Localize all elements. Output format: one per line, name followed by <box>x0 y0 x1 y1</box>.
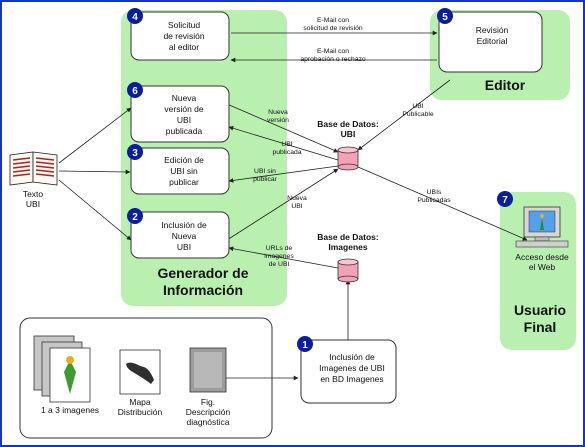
badge-1: 1 <box>297 336 313 352</box>
svg-text:4: 4 <box>132 12 138 23</box>
inclusion-imagenes-box <box>300 339 397 404</box>
database-ubi <box>337 146 359 171</box>
images-label-1: 1 a 3 imagenes <box>41 405 99 415</box>
badge-2: 2 <box>127 208 143 224</box>
book-icon <box>9 151 58 186</box>
image-stack-icon <box>33 335 91 403</box>
inclusion-box <box>130 211 230 259</box>
badge-7: 7 <box>497 191 513 207</box>
revision-box <box>438 11 543 73</box>
database-imagenes-label: Base de Datos:Imagenes <box>317 232 379 252</box>
map-distribution-icon <box>119 349 161 395</box>
arrow-dbubi-to-edicion <box>228 165 339 183</box>
svg-text:3: 3 <box>132 148 138 159</box>
diagnostic-figure-icon <box>189 347 227 393</box>
badge-5: 5 <box>437 8 453 24</box>
arrow-inclusion-to-dbubi <box>226 168 339 241</box>
svg-text:2: 2 <box>132 212 138 223</box>
arrow-nueva-version-to-dbubi <box>226 103 339 153</box>
computer-icon <box>515 206 569 248</box>
svg-text:1: 1 <box>302 340 308 351</box>
badge-6: 6 <box>127 82 143 98</box>
solicitud-box <box>130 11 230 61</box>
database-ubi-label: Base de Datos:UBI <box>317 119 379 139</box>
arrow-book-to-inclusion <box>58 179 132 241</box>
arrow-dbimagenes-to-inclusion <box>228 246 339 269</box>
edicion-box <box>130 147 230 195</box>
arrow-revision-to-dbubi <box>357 79 451 151</box>
badge-4: 4 <box>127 8 143 24</box>
arrow-dbubi-to-nueva-version <box>228 125 339 161</box>
svg-text:6: 6 <box>132 86 138 97</box>
nueva-version-box <box>130 85 230 143</box>
editor-title: Editor <box>485 77 526 93</box>
badge-3: 3 <box>127 144 143 160</box>
arrow-dbubi-to-web <box>357 166 528 241</box>
svg-text:7: 7 <box>502 195 508 206</box>
svg-text:5: 5 <box>442 12 448 23</box>
arrow-book-to-nueva-version <box>58 107 132 164</box>
arrow-book-to-edicion <box>58 169 131 175</box>
database-imagenes <box>337 258 359 283</box>
